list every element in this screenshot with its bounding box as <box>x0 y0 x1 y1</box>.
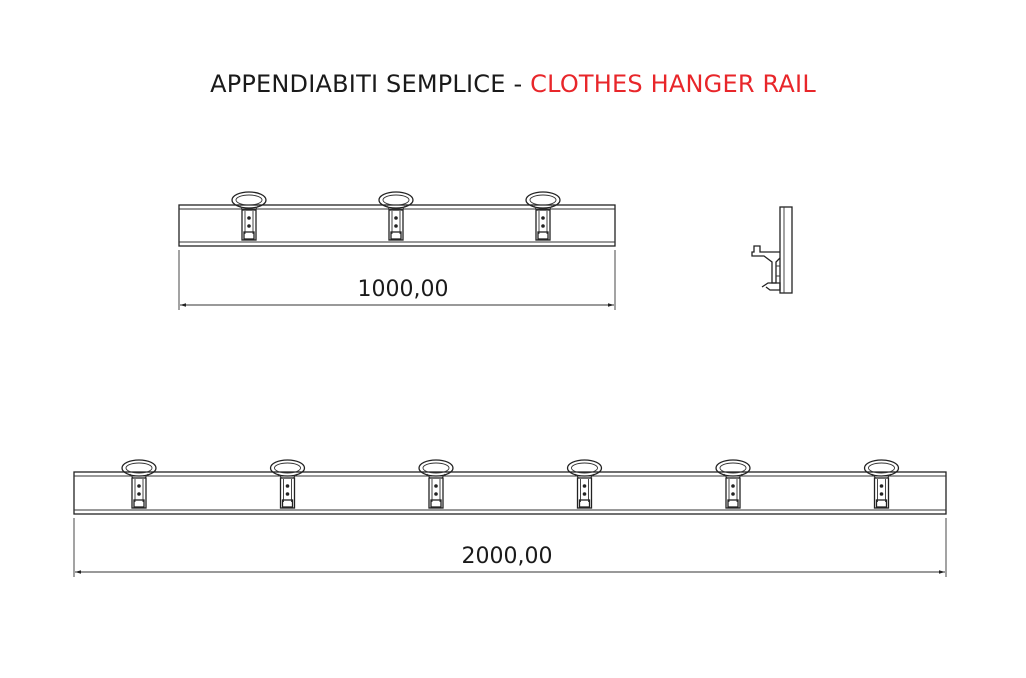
drawing-title: APPENDIABITI SEMPLICE - CLOTHES HANGER R… <box>0 70 1026 98</box>
long-rail-hook-3 <box>418 459 454 509</box>
long-rail-hooks <box>121 459 900 509</box>
short-rail-hook-1 <box>231 191 267 241</box>
long-rail-dimension <box>73 518 947 577</box>
long-rail-view <box>73 459 947 515</box>
short-rail-hooks <box>231 191 561 241</box>
title-english: CLOTHES HANGER RAIL <box>530 70 816 98</box>
short-rail-view <box>178 191 616 247</box>
long-rail-hook-2 <box>269 459 306 509</box>
short-rail-hook-3 <box>525 191 561 241</box>
side-profile-view <box>751 206 793 294</box>
short-rail-hook-2 <box>378 191 414 241</box>
long-rail-body <box>73 471 947 515</box>
long-rail-hook-5 <box>715 459 751 509</box>
long-rail-hook-6 <box>863 459 900 509</box>
title-separator: - <box>505 70 531 98</box>
long-rail-dimension-label: 2000,00 <box>461 544 553 569</box>
long-rail-hook-1 <box>121 459 157 509</box>
long-rail-hook-4 <box>566 459 603 509</box>
short-rail-dimension <box>178 250 616 310</box>
short-rail-dimension-label: 1000,00 <box>357 277 449 302</box>
title-italian: APPENDIABITI SEMPLICE <box>210 70 506 98</box>
